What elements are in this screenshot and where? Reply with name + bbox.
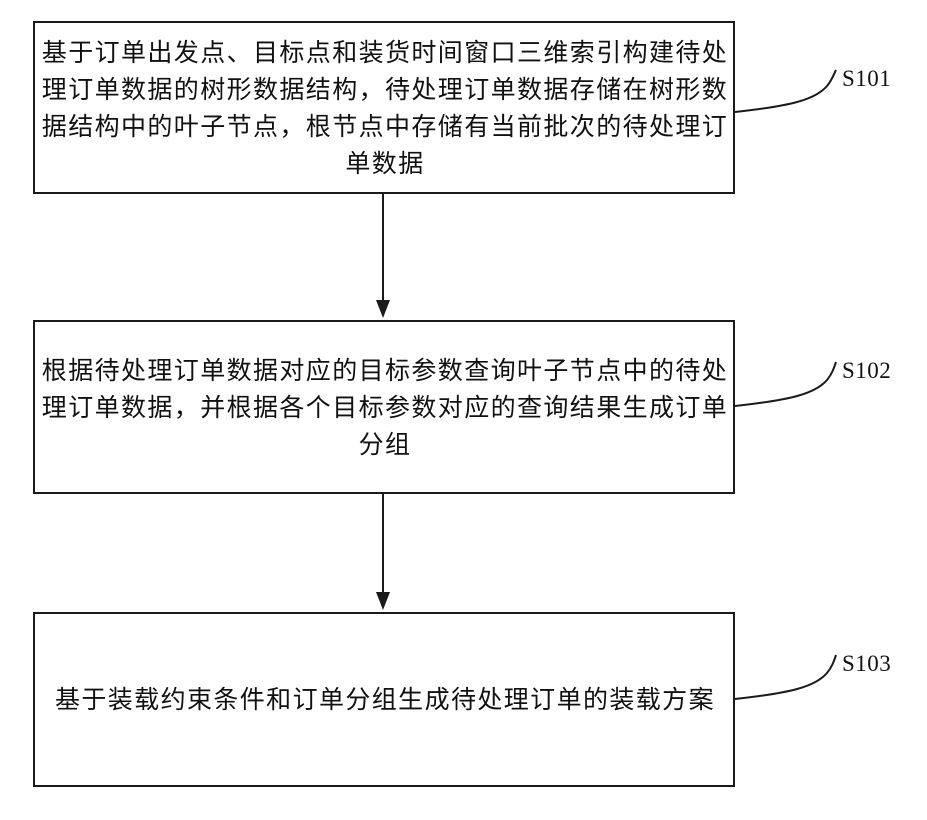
step-text-s101: 基于订单出发点、目标点和装货时间窗口三维索引构建待处理订单数据的树形数据结构，待… <box>41 34 729 182</box>
step-label-s103: S103 <box>842 651 891 677</box>
step-label-s101: S101 <box>842 66 891 92</box>
step-text-s103: 基于装载约束条件和订单分组生成待处理订单的装载方案 <box>41 681 729 718</box>
step-text-s102: 根据待处理订单数据对应的目标参数查询叶子节点中的待处理订单数据，并根据各个目标参… <box>41 352 729 463</box>
leader-line-s101 <box>735 70 836 112</box>
step-box-s101: 基于订单出发点、目标点和装货时间窗口三维索引构建待处理订单数据的树形数据结构，待… <box>33 21 735 194</box>
arrowhead-s101-to-s102 <box>376 300 390 318</box>
leader-line-s102 <box>735 362 836 406</box>
leader-line-s103 <box>735 655 836 699</box>
step-box-s103: 基于装载约束条件和订单分组生成待处理订单的装载方案 <box>33 612 735 787</box>
step-box-s102: 根据待处理订单数据对应的目标参数查询叶子节点中的待处理订单数据，并根据各个目标参… <box>33 320 735 494</box>
arrowhead-s102-to-s103 <box>376 592 390 610</box>
step-label-s102: S102 <box>842 358 891 384</box>
